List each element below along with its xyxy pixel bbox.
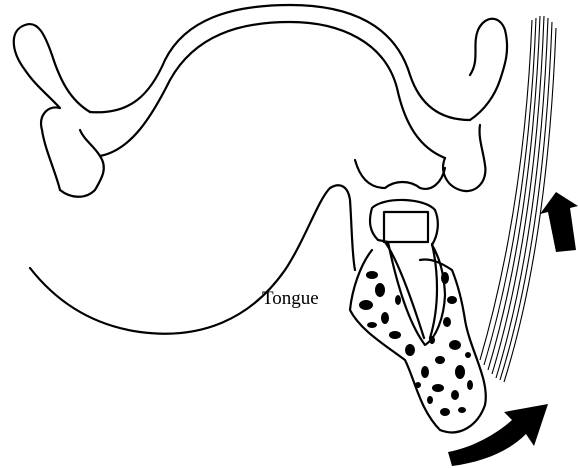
muscle-fibers <box>480 16 556 382</box>
upper-arch <box>14 5 507 197</box>
curved-arrow-icon <box>448 404 548 466</box>
bone-marrow-pattern <box>359 271 473 416</box>
lower-jaw-outline <box>30 185 355 333</box>
incisor-tooth <box>370 200 445 345</box>
arrow-up-icon <box>540 192 578 252</box>
tongue-label: Tongue <box>262 288 319 310</box>
